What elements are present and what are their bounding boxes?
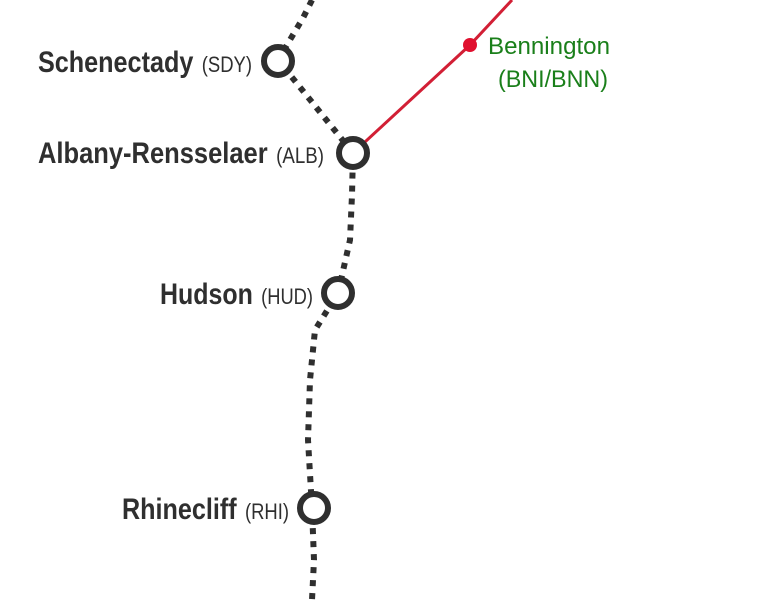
station-name: Albany-Rensselaer [38, 137, 268, 170]
station-name: Hudson [160, 278, 253, 311]
station-label-schenectady: Schenectady (SDY) [38, 46, 252, 79]
station-marker-hudson[interactable] [321, 276, 355, 310]
station-label-rhinecliff: Rhinecliff (RHI) [122, 493, 289, 526]
station-code: (RHI) [245, 499, 289, 524]
station-marker-albany-rensselaer[interactable] [336, 136, 370, 170]
station-code-bennington: (BNI/BNN) [498, 66, 608, 93]
station-marker-rhinecliff[interactable] [297, 491, 331, 525]
station-name-bennington: Bennington [488, 33, 610, 60]
station-name: Schenectady [38, 46, 194, 79]
station-code: (SDY) [202, 52, 252, 77]
station-code: (HUD) [261, 284, 313, 309]
station-marker-schenectady[interactable] [261, 44, 295, 78]
bennington-branch-line [351, 0, 514, 155]
station-name: Rhinecliff [122, 493, 237, 526]
station-label-albany-rensselaer: Albany-Rensselaer (ALB) [38, 137, 324, 170]
station-code: (ALB) [276, 143, 324, 168]
station-marker-bennington[interactable] [463, 38, 477, 52]
station-label-hudson: Hudson (HUD) [160, 278, 313, 311]
